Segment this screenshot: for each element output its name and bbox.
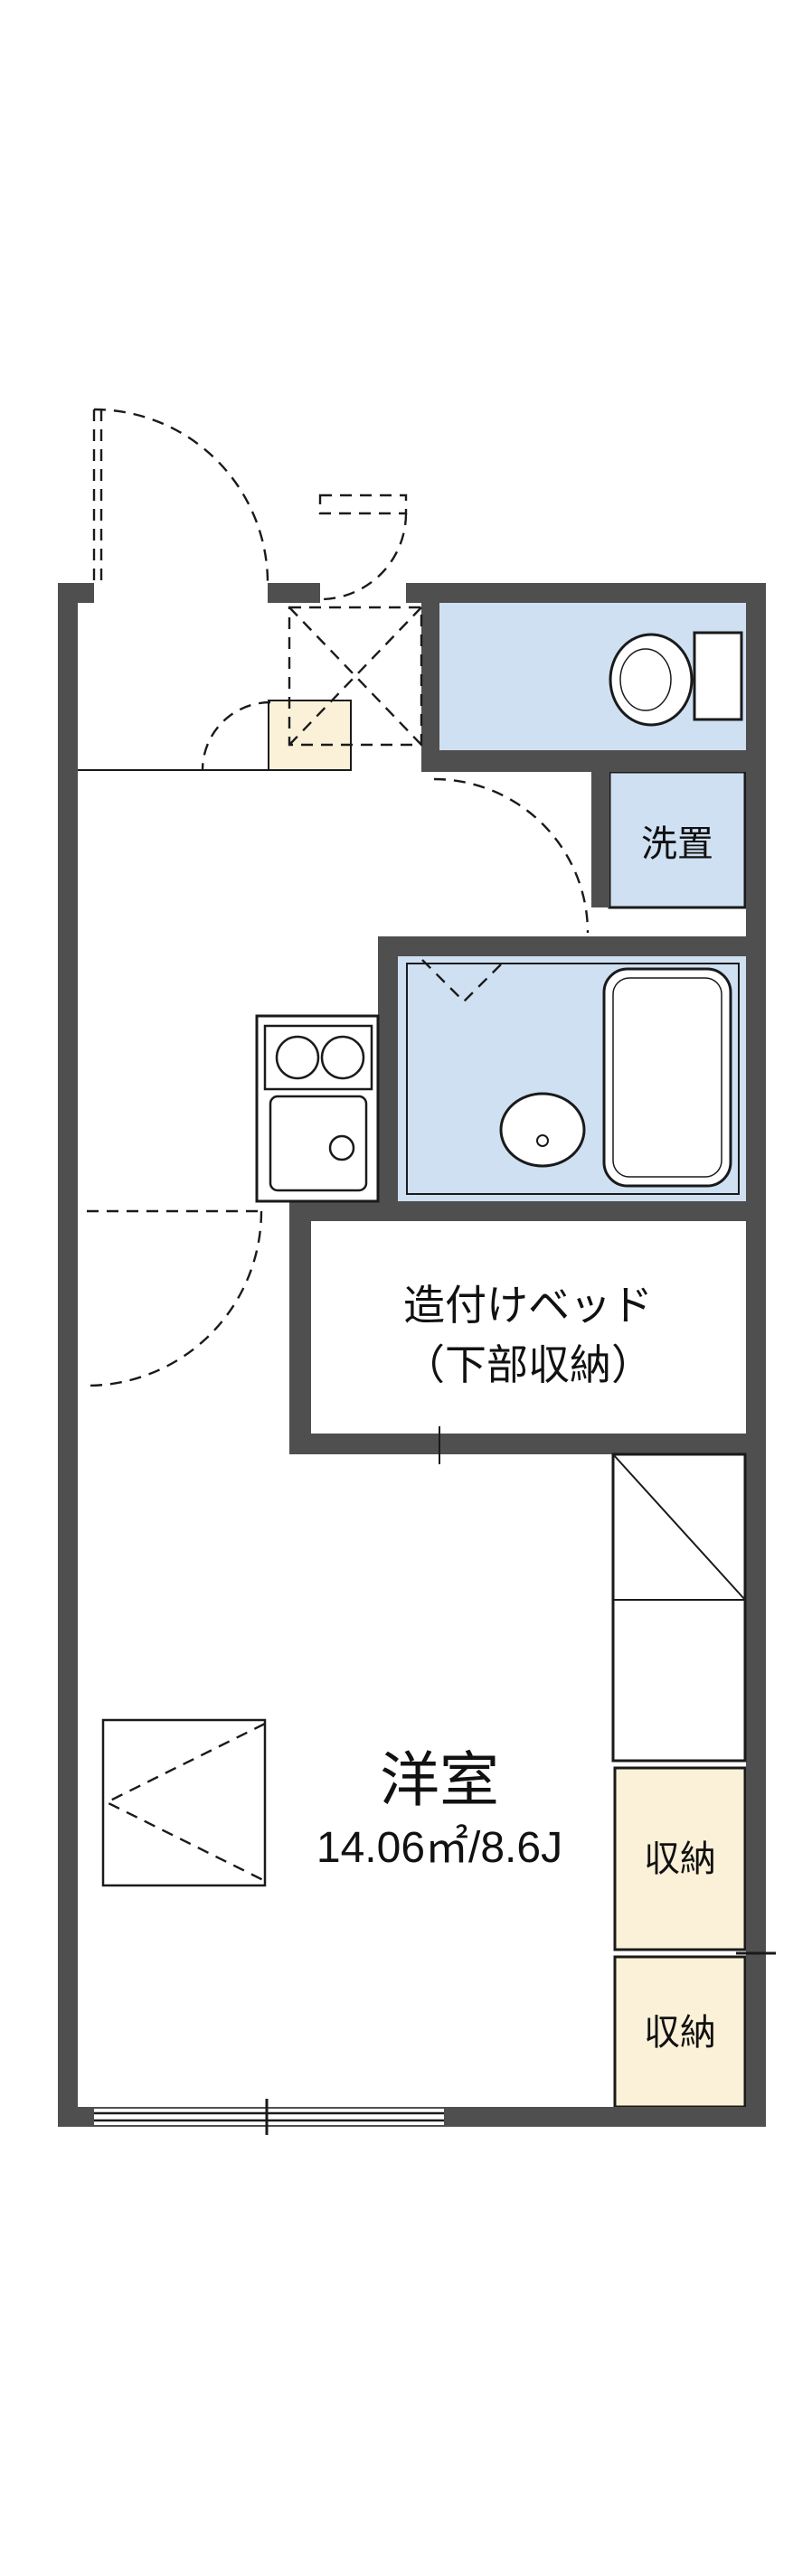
built-in-bed-label-line1: 造付けベッド [403, 1282, 653, 1329]
toilet-tank [693, 631, 743, 721]
entry-door-arc [93, 408, 269, 584]
right-wall [746, 583, 766, 2127]
toilet-bowl [609, 633, 694, 727]
room-door-arc [86, 1210, 263, 1387]
genkan-box [288, 606, 423, 747]
wash-basin [499, 1092, 586, 1168]
toilet-bottom-wall [421, 750, 766, 772]
closet-diagonal-line [612, 1453, 746, 1601]
bathroom-inner-panel [406, 963, 740, 1195]
bed-top-wall [289, 1201, 766, 1221]
bathtub [602, 967, 732, 1188]
floor-plan: 洗置 造付けベッド （下部収納） 洋室 14.06㎡/8.6J 収納 収納 [58, 408, 776, 2135]
closet-column [611, 1453, 747, 1763]
kitchen-sink [269, 1095, 368, 1192]
top-wall-mid-stub [268, 583, 320, 603]
hall-door-arc [433, 777, 590, 934]
storage-lower-label: 収納 [644, 2013, 716, 2053]
bed-left-wall [289, 1201, 311, 1454]
washer-label: 洗置 [641, 824, 713, 864]
entry-toilet-divider-wall [421, 603, 439, 772]
fold-door-box [101, 1718, 267, 1887]
basin-drain [536, 1134, 549, 1147]
burner-right-icon [320, 1035, 365, 1080]
main-room-area: 14.06㎡/8.6J [316, 1824, 562, 1872]
storage-upper-label: 収納 [644, 1839, 716, 1879]
bottom-window-gap [94, 2109, 444, 2125]
bathtub-inner [612, 977, 722, 1178]
top-wall-left-stub [58, 583, 94, 603]
storage-upper-box [613, 1766, 747, 1951]
washer-room [608, 770, 747, 909]
left-wall [58, 583, 78, 2127]
inner-entry-door-leaf [318, 494, 408, 515]
shoe-cabinet-door-arc [201, 700, 271, 771]
storage-lower-box [613, 1955, 747, 2109]
bathroom-left-wall [378, 936, 398, 1221]
main-room-name: 洋室 [380, 1746, 499, 1813]
bed-bottom-wall [289, 1434, 766, 1454]
shoe-cabinet [268, 700, 352, 771]
toilet-bowl-inner [619, 648, 672, 711]
bathroom-top-wall [378, 936, 766, 956]
built-in-bed-label-line2: （下部収納） [403, 1341, 653, 1388]
inner-entry-door-arc [319, 512, 408, 601]
top-wall-right [406, 583, 766, 603]
washer-left-wall [591, 772, 609, 907]
burner-left-icon [275, 1035, 320, 1080]
sink-drain [328, 1134, 355, 1161]
